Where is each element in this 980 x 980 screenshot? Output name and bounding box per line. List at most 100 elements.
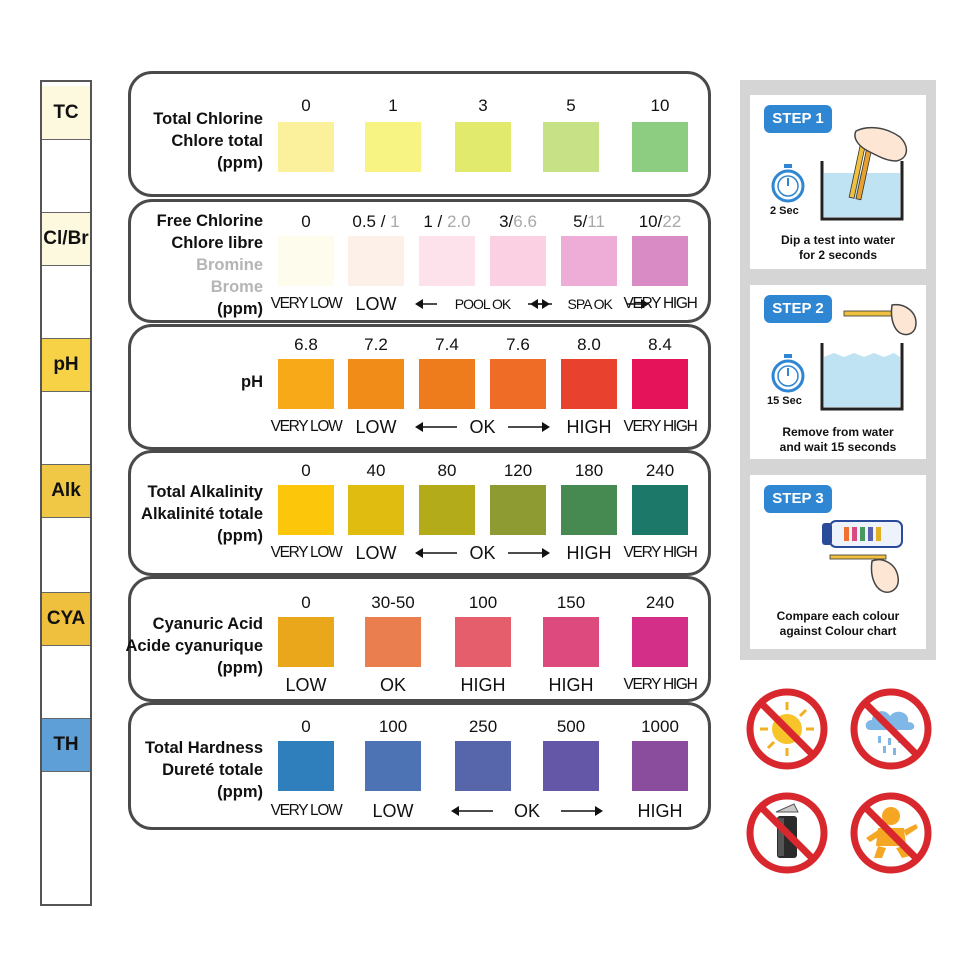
value-primary: 8.0 (577, 335, 601, 354)
parameter-label: (ppm) (217, 154, 263, 172)
chart-cell: 7.2 (348, 335, 404, 409)
step-2-caption-line-2: and wait 15 seconds (779, 440, 897, 454)
value-label: 100 (438, 593, 528, 613)
parameter-label: Bromine (196, 256, 263, 274)
parameter-label: Cyanuric Acid (152, 615, 263, 633)
value-primary: 240 (645, 593, 675, 612)
chart-cell: 6.8 (278, 335, 334, 409)
value-primary: 7.6 (506, 335, 530, 354)
value-label: 250 (438, 717, 528, 737)
step-2-badge: STEP 2 (764, 295, 832, 323)
color-swatch (365, 617, 421, 667)
value-label: 8.0 (544, 335, 634, 355)
strip-pad-cl-br: Cl/Br (42, 212, 90, 266)
chart-cell: 1 / 2.0 (419, 212, 475, 286)
value-label: 1 (348, 96, 438, 116)
step-3-card: STEP 3 Compare each colour against Colou… (750, 475, 926, 649)
chart-cell: 240 (632, 461, 688, 535)
step-2-time: 15 Sec (767, 395, 802, 407)
chart-cell: 8.0 (561, 335, 617, 409)
chart-cell: 1000 (632, 717, 688, 791)
stopwatch-icon (771, 354, 805, 393)
chart-cell: 5 (543, 96, 599, 172)
strip-pad-cya: CYA (42, 592, 90, 646)
color-swatch (455, 741, 511, 791)
strip-pad-alk: Alk (42, 464, 90, 518)
parameter-label: (ppm) (217, 527, 263, 545)
value-label: 240 (615, 461, 705, 481)
color-swatch (561, 236, 617, 286)
value-label: 1 / 2.0 (402, 212, 492, 232)
range-label: OK (415, 417, 550, 437)
value-label: 7.2 (331, 335, 421, 355)
chart-cell: 0.5 / 1 (348, 212, 404, 286)
chart-cell: 3 (455, 96, 511, 172)
arrow-left-icon (415, 298, 437, 310)
color-swatch (278, 617, 334, 667)
value-primary: 0 (301, 593, 311, 612)
step-1-caption-line-2: for 2 seconds (798, 248, 878, 262)
level-label: VERY HIGH (623, 676, 697, 693)
step-3-caption-line-1: Compare each colour (776, 609, 900, 623)
value-label: 30-50 (348, 593, 438, 613)
value-label: 10/22 (615, 212, 705, 232)
chart-cell: 500 (543, 717, 599, 791)
value-primary: 100 (468, 593, 498, 612)
color-swatch (490, 485, 546, 535)
chart-cell: 240 (632, 593, 688, 667)
step-3-badge: STEP 3 (764, 485, 832, 513)
level-label: LOW (285, 675, 327, 695)
parameter-label: (ppm) (217, 300, 263, 318)
chart-cell: 1 (365, 96, 421, 172)
level-label: LOW (372, 801, 414, 821)
parameter-label: Brome (210, 278, 263, 296)
chart-cell: 30-50 (365, 593, 421, 667)
value-label: 240 (615, 593, 705, 613)
arrow-left-icon (530, 298, 552, 310)
level-label: HIGH (548, 675, 594, 695)
range-text: OK (513, 801, 540, 821)
arrow-right-icon (627, 298, 650, 310)
value-primary: 150 (556, 593, 586, 612)
value-primary: 5/ (573, 212, 588, 231)
value-primary: 5 (566, 96, 576, 115)
color-swatch (632, 617, 688, 667)
color-swatch (365, 122, 421, 172)
chart-cell: 3/6.6 (490, 212, 546, 286)
chart-cell: 8.4 (632, 335, 688, 409)
value-label: 10 (615, 96, 705, 116)
value-primary: 100 (378, 717, 408, 736)
color-swatch (419, 485, 475, 535)
value-primary: 500 (556, 717, 586, 736)
strip-pad-th: TH (42, 718, 90, 772)
value-bromine: 22 (662, 212, 682, 231)
value-label: 7.4 (402, 335, 492, 355)
stopwatch-icon (771, 164, 805, 203)
range-text: OK (469, 417, 496, 437)
value-primary: 120 (503, 461, 533, 480)
color-swatch (455, 122, 511, 172)
value-primary: 30-50 (371, 593, 415, 612)
value-primary: 180 (574, 461, 604, 480)
value-primary: 40 (366, 461, 386, 480)
level-label: VERY HIGH (623, 544, 697, 561)
chart-cell: 250 (455, 717, 511, 791)
chart-cell: 100 (455, 593, 511, 667)
chart-cell: 40 (348, 461, 404, 535)
value-label: 150 (526, 593, 616, 613)
value-label: 80 (402, 461, 492, 481)
panel-label: pH (241, 371, 263, 393)
level-label: VERY LOW (270, 295, 343, 312)
arrow-right-icon (507, 421, 550, 433)
level-label: HIGH (460, 675, 506, 695)
chart-cell: 180 (561, 461, 617, 535)
no-open-container-icon (746, 792, 828, 874)
color-swatch (490, 359, 546, 409)
